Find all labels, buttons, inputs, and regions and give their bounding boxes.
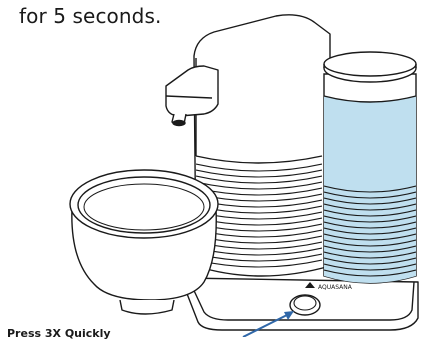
dispense-button[interactable] [290, 295, 320, 315]
water-tank-lid [324, 52, 416, 82]
brand-text: AQUASANA [318, 284, 353, 291]
instruction-press-text: Press 3X Quickly [7, 327, 111, 340]
